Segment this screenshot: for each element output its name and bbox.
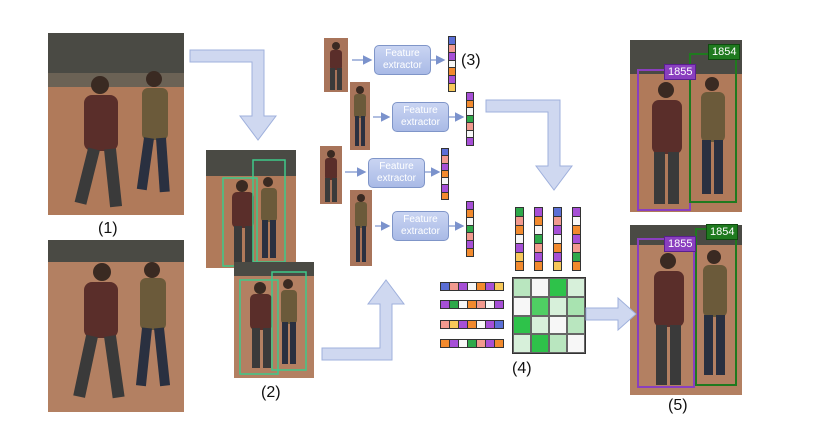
crop-2	[350, 82, 370, 150]
crop-3	[320, 146, 342, 204]
similarity-cell	[549, 334, 567, 353]
feature-vector	[466, 92, 474, 146]
id-tag-left-bottom: 1855	[664, 236, 697, 252]
similarity-cell	[567, 296, 585, 316]
feature-extractor-3: Feature extractor	[368, 158, 425, 188]
feature-extractor-line2: extractor	[401, 226, 440, 237]
feature-extractor-line2: extractor	[401, 117, 440, 128]
output-frame-top	[630, 40, 742, 212]
input-frame-top	[48, 33, 184, 215]
crop-1	[324, 38, 348, 92]
output-frame-bottom	[630, 225, 742, 395]
similarity-cell	[567, 334, 585, 353]
similarity-cell	[513, 296, 531, 316]
feature-extractor-2: Feature extractor	[392, 102, 449, 132]
row-feature-vector	[440, 339, 504, 348]
similarity-cell	[531, 296, 549, 316]
feature-extractor-line1: Feature	[403, 105, 438, 116]
row-feature-vector	[440, 282, 504, 291]
column-feature-vector	[515, 207, 524, 271]
arrow-2-to-crops	[321, 279, 405, 361]
feature-extractor-line1: Feature	[379, 161, 414, 172]
similarity-cell	[531, 315, 549, 335]
detection-frame-top	[206, 150, 296, 268]
step-4-label: (4)	[512, 360, 532, 377]
similarity-cell	[567, 278, 585, 297]
detection-frame-bottom	[234, 262, 314, 378]
arrow-1-to-2	[189, 49, 277, 141]
id-tag-right-top: 1854	[708, 44, 741, 60]
crop-4	[350, 190, 372, 266]
column-feature-vector	[534, 207, 543, 271]
row-feature-vector	[440, 320, 504, 329]
step-2-label: (2)	[261, 384, 281, 401]
similarity-cell	[531, 334, 549, 353]
input-frame-bottom	[48, 240, 184, 412]
similarity-matrix	[512, 277, 586, 354]
feature-extractor-line1: Feature	[403, 214, 438, 225]
similarity-cell	[549, 315, 567, 335]
similarity-cell	[513, 334, 531, 353]
feature-extractor-4: Feature extractor	[392, 211, 449, 241]
row-feature-vector	[440, 300, 504, 309]
feature-extractor-line2: extractor	[377, 173, 416, 184]
column-feature-vector	[553, 207, 562, 271]
similarity-cell	[531, 278, 549, 297]
similarity-cell	[513, 315, 531, 335]
step-1-label: (1)	[98, 220, 118, 237]
similarity-cell	[567, 315, 585, 335]
similarity-cell	[513, 278, 531, 297]
column-feature-vector	[572, 207, 581, 271]
arrow-matrix-to-output	[585, 296, 637, 332]
feature-vector	[441, 148, 449, 200]
similarity-cell	[549, 278, 567, 297]
feature-vector	[448, 36, 456, 92]
arrow-features-to-matrix	[485, 99, 573, 191]
feature-extractor-1: Feature extractor	[374, 45, 431, 75]
step-5-label: (5)	[668, 397, 688, 414]
similarity-cell	[549, 296, 567, 316]
feature-vector	[466, 201, 474, 257]
feature-extractor-line2: extractor	[383, 60, 422, 71]
id-tag-left-top: 1855	[664, 64, 697, 80]
feature-extractor-line1: Feature	[385, 48, 420, 59]
id-tag-right-bottom: 1854	[706, 224, 739, 240]
step-3-label: (3)	[461, 52, 481, 69]
